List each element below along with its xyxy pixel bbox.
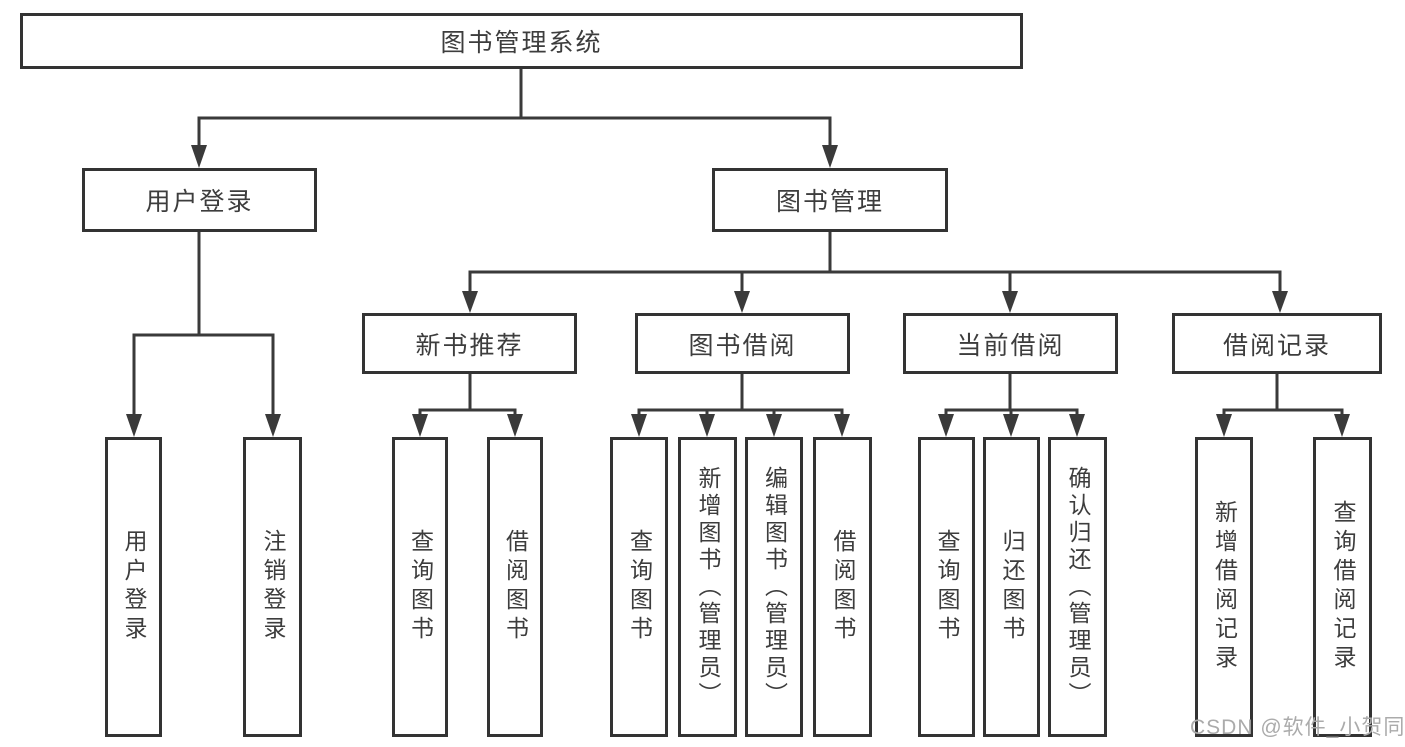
node-user-login-label: 用户登录 bbox=[145, 188, 254, 216]
leaf-confirm-return-admin-label: 确认归还（管理员） bbox=[1065, 465, 1091, 709]
node-current-borrow: 当前借阅 bbox=[903, 313, 1118, 374]
node-borrow-record-label: 借阅记录 bbox=[1222, 331, 1331, 360]
node-user-login: 用户登录 bbox=[82, 168, 317, 232]
leaf-user-login-label: 用户登录 bbox=[121, 529, 147, 645]
node-new-book-recommend-label: 新书推荐 bbox=[415, 331, 524, 360]
node-book-management-label: 图书管理 bbox=[775, 188, 884, 216]
leaf-add-borrow-record: 新增借阅记录 bbox=[1195, 437, 1253, 737]
node-book-management: 图书管理 bbox=[712, 168, 948, 232]
node-new-book-recommend: 新书推荐 bbox=[362, 313, 577, 374]
node-book-borrow-label: 图书借阅 bbox=[688, 331, 797, 360]
leaf-query-borrow-record: 查询借阅记录 bbox=[1313, 437, 1372, 737]
leaf-borrow-book: 借阅图书 bbox=[813, 437, 872, 737]
watermark: CSDN @软件_小贺同学 bbox=[1190, 716, 1405, 739]
node-book-borrow: 图书借阅 bbox=[635, 313, 850, 374]
leaf-user-login: 用户登录 bbox=[105, 437, 162, 737]
node-root-label: 图书管理系统 bbox=[440, 29, 603, 57]
leaf-logout: 注销登录 bbox=[243, 437, 302, 737]
leaf-add-borrow-record-label: 新增借阅记录 bbox=[1211, 500, 1238, 674]
leaf-borrow-query-book-label: 查询图书 bbox=[626, 529, 653, 645]
leaf-confirm-return-admin: 确认归还（管理员） bbox=[1048, 437, 1107, 737]
leaf-edit-book-admin-label: 编辑图书（管理员） bbox=[761, 465, 788, 709]
leaf-borrow-query-book: 查询图书 bbox=[610, 437, 668, 737]
leaf-logout-label: 注销登录 bbox=[260, 529, 286, 645]
leaf-query-borrow-record-label: 查询借阅记录 bbox=[1330, 500, 1356, 674]
leaf-recommend-query-book: 查询图书 bbox=[392, 437, 448, 737]
leaf-current-query-book: 查询图书 bbox=[918, 437, 975, 737]
leaf-recommend-borrow-book: 借阅图书 bbox=[487, 437, 543, 737]
leaf-borrow-book-label: 借阅图书 bbox=[830, 529, 856, 645]
leaf-recommend-borrow-book-label: 借阅图书 bbox=[502, 529, 529, 645]
node-root: 图书管理系统 bbox=[20, 13, 1023, 69]
leaf-add-book-admin: 新增图书（管理员） bbox=[678, 437, 737, 737]
leaf-recommend-query-book-label: 查询图书 bbox=[407, 529, 434, 645]
node-borrow-record: 借阅记录 bbox=[1172, 313, 1382, 374]
leaf-add-book-admin-label: 新增图书（管理员） bbox=[695, 465, 721, 709]
leaf-return-book-label: 归还图书 bbox=[999, 529, 1025, 645]
leaf-return-book: 归还图书 bbox=[983, 437, 1040, 737]
leaf-edit-book-admin: 编辑图书（管理员） bbox=[745, 437, 803, 737]
leaf-current-query-book-label: 查询图书 bbox=[934, 529, 960, 645]
node-current-borrow-label: 当前借阅 bbox=[956, 331, 1065, 360]
